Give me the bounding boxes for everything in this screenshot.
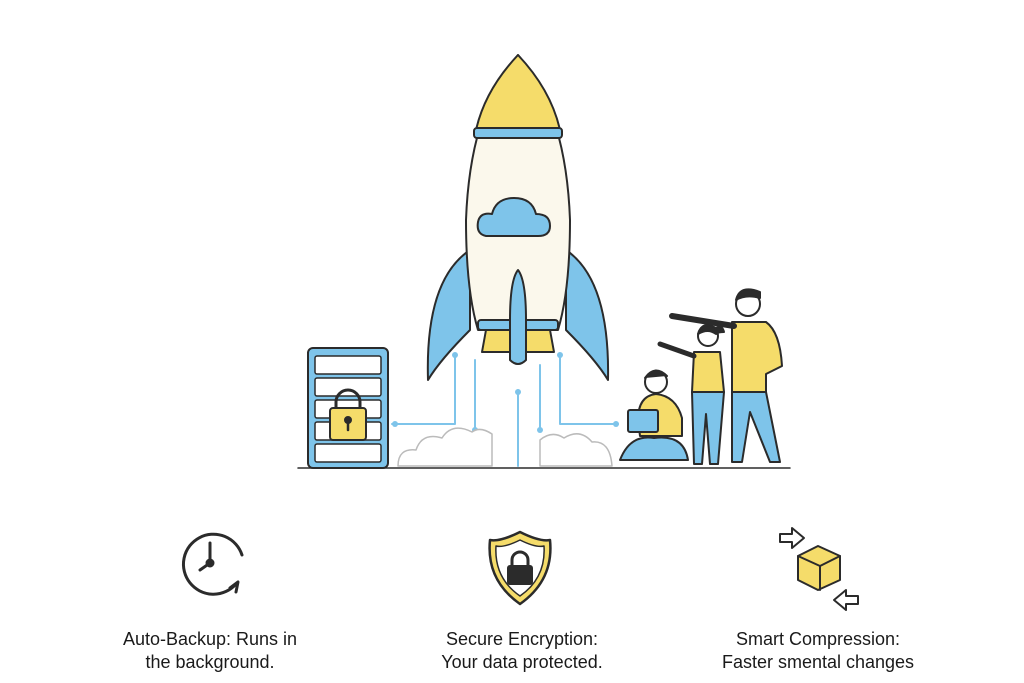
box-arrows-icon [779,527,859,611]
clock-icon [181,532,244,596]
feature-title: Smart Compression: [735,629,901,649]
feature-secure-encryption: Secure Encryption: Your data protected. [392,628,652,674]
people-group [619,288,783,465]
cloud-icon [476,197,551,237]
rocket-left-fin [426,249,471,381]
feature-title: Secure Encryption: [445,629,599,649]
feature-description: the background. [145,652,275,672]
feature-description: Faster smental changes [721,652,915,672]
feature-description: Your data protected. [441,652,603,672]
feature-auto-backup: Auto-Backup: Runs in the background. [80,628,340,674]
server-rack [307,347,389,469]
rocket-right-fin [565,249,610,381]
feature-smart-compression: Smart Compression: Faster smental change… [688,628,948,674]
rocket-nose [475,54,561,131]
feature-title: Auto-Backup: Runs in [122,629,298,649]
smoke-cloud [397,427,613,467]
shield-lock-icon [488,530,552,606]
rocket-center-fin [509,269,527,365]
padlock-icon [334,388,362,410]
connector-lines [391,352,619,467]
